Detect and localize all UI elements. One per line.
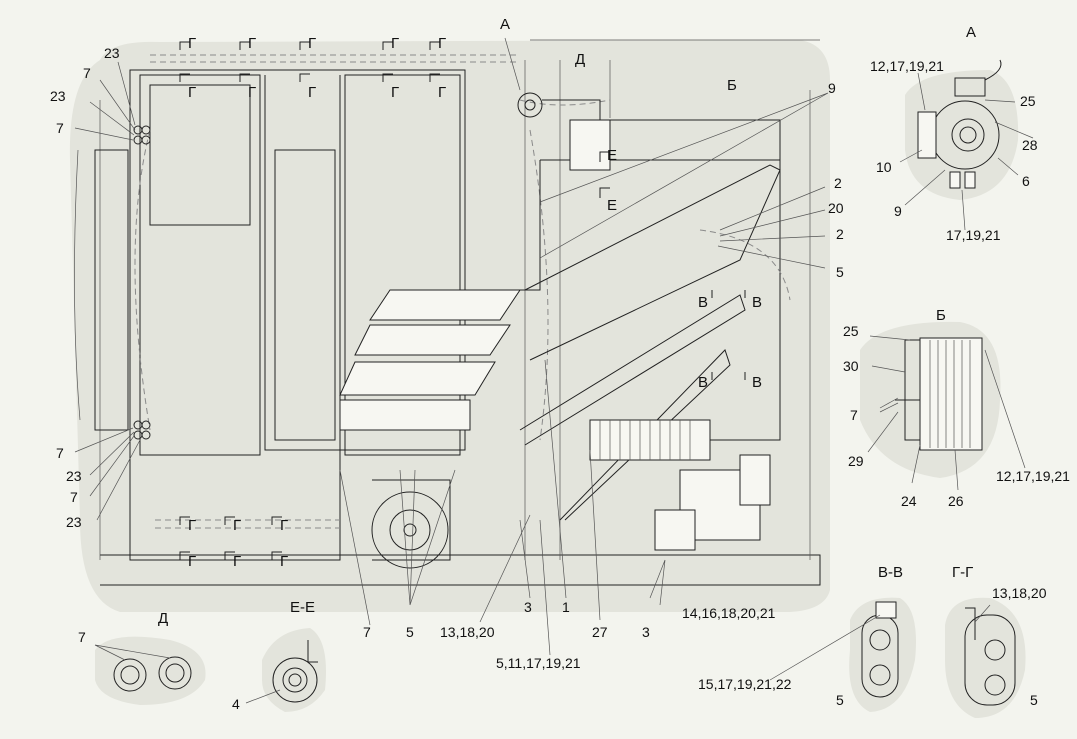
section-letter-v-1: В — [698, 294, 708, 311]
callout-27: 27 — [592, 624, 608, 640]
fan-unit — [371, 479, 451, 569]
callout-17-19-21: 17,19,21 — [946, 227, 1001, 243]
section-letter-e-2: Е — [607, 197, 617, 214]
callout-25: 25 — [1020, 93, 1036, 109]
callout-2: 2 — [836, 226, 844, 242]
view-gg-detail — [945, 597, 1026, 718]
callout-1: 1 — [562, 599, 570, 615]
section-letter-g: Г — [391, 84, 399, 101]
callout-9: 9 — [828, 80, 836, 96]
callout-24: 24 — [901, 493, 917, 509]
view-a-detail — [905, 59, 1019, 200]
top-valve-assembly — [517, 92, 611, 171]
section-letter-g: Г — [308, 35, 316, 52]
callout-7: 7 — [363, 624, 371, 640]
callout-28: 28 — [1022, 137, 1038, 153]
callout-23: 23 — [104, 45, 120, 61]
callout-7: 7 — [70, 489, 78, 505]
callout-5: 5 — [1030, 692, 1038, 708]
callout-3: 3 — [524, 599, 532, 615]
view-title-b: Б — [936, 307, 946, 324]
callout-7: 7 — [83, 65, 91, 81]
callout-23: 23 — [50, 88, 66, 104]
callout-9: 9 — [894, 203, 902, 219]
callout-10: 10 — [876, 159, 892, 175]
section-marks-v — [599, 151, 746, 380]
callout-25: 25 — [843, 323, 859, 339]
callout-23: 23 — [66, 468, 82, 484]
section-letter-e-1: Е — [607, 147, 617, 164]
callout-7: 7 — [56, 445, 64, 461]
section-letter-g: Г — [391, 35, 399, 52]
callout-2: 2 — [834, 175, 842, 191]
view-ee-detail — [262, 628, 326, 712]
section-letter-g: Г — [188, 517, 196, 534]
callout-5: 5 — [406, 624, 414, 640]
callout-30: 30 — [843, 358, 859, 374]
view-b-detail — [860, 321, 1001, 478]
callout-13-18-20: 13,18,20 — [440, 624, 495, 640]
section-letter-g: Г — [188, 553, 196, 570]
heater-unit — [589, 419, 771, 551]
callout-26: 26 — [948, 493, 964, 509]
view-title-a: А — [966, 24, 976, 41]
callout-6: 6 — [1022, 173, 1030, 189]
view-title-gg: Г-Г — [952, 564, 973, 581]
section-letter-g: Г — [188, 84, 196, 101]
section-letter-g: Г — [438, 35, 446, 52]
callout-5: 5 — [836, 264, 844, 280]
section-letter-g: Г — [280, 517, 288, 534]
callout-12-17-19-21: 12,17,19,21 — [996, 468, 1070, 484]
callout-13-18-20: 13,18,20 — [992, 585, 1047, 601]
view-vv-detail — [849, 597, 916, 712]
section-letter-g: Г — [248, 35, 256, 52]
section-letter-g: Г — [438, 84, 446, 101]
callout-7: 7 — [78, 629, 86, 645]
section-letter-d: Д — [575, 51, 585, 68]
callout-29: 29 — [848, 453, 864, 469]
section-letter-g: Г — [233, 553, 241, 570]
air-ducts — [339, 159, 781, 521]
callout-20: 20 — [828, 200, 844, 216]
callout-23: 23 — [66, 514, 82, 530]
view-title-d: Д — [158, 610, 168, 627]
section-letter-v-2: В — [752, 294, 762, 311]
section-letter-b: Б — [727, 77, 737, 94]
section-marks-g-top — [179, 41, 440, 560]
callout-15-17-19-21-22: 15,17,19,21,22 — [698, 676, 792, 692]
section-letter-g: Г — [233, 517, 241, 534]
view-title-ee: Е-Е — [290, 599, 315, 616]
section-letter-g: Г — [188, 35, 196, 52]
section-letter-g: Г — [280, 553, 288, 570]
callout-7: 7 — [850, 407, 858, 423]
callout-7: 7 — [56, 120, 64, 136]
section-letter-g: Г — [308, 84, 316, 101]
view-title-vv: В-В — [878, 564, 903, 581]
section-letter-v-3: В — [698, 374, 708, 391]
left-hose-clamps — [133, 125, 151, 440]
leader-lines — [74, 37, 1034, 704]
callout-14-16-18-20-21: 14,16,18,20,21 — [682, 605, 776, 621]
callout-12-17-19-21: 12,17,19,21 — [870, 58, 944, 74]
section-letter-a: А — [500, 16, 510, 33]
section-letter-v-4: В — [752, 374, 762, 391]
view-d-detail — [95, 636, 206, 705]
pipe-routes — [134, 54, 791, 529]
callout-4: 4 — [232, 696, 240, 712]
section-letter-g: Г — [248, 84, 256, 101]
callout-3: 3 — [642, 624, 650, 640]
callout-5-11-17-19-21: 5,11,17,19,21 — [496, 655, 581, 671]
callout-5: 5 — [836, 692, 844, 708]
